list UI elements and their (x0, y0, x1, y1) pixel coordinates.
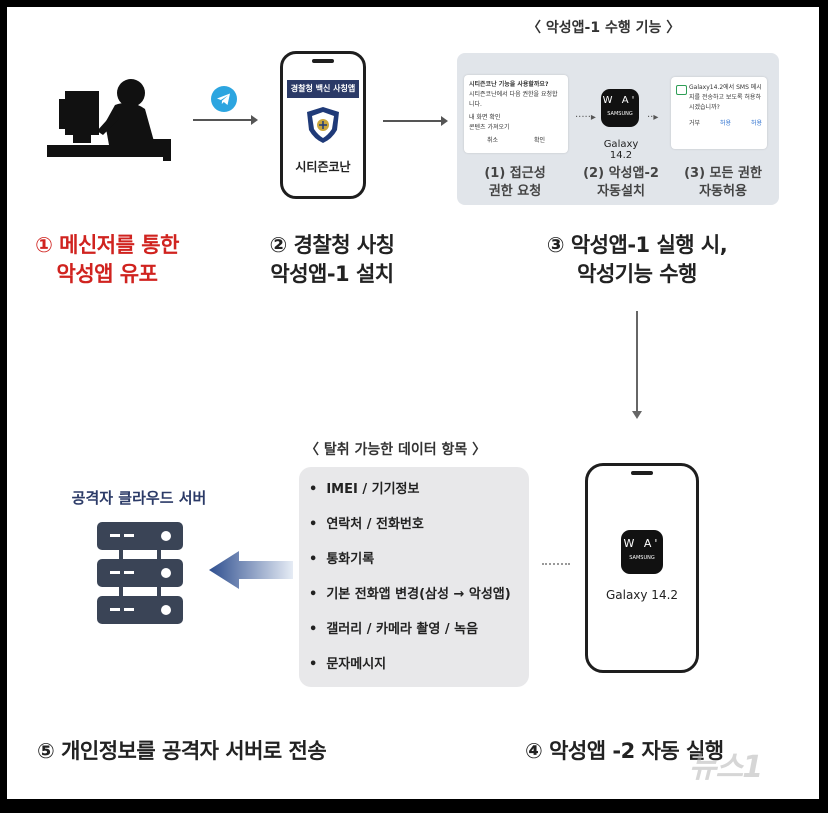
malware1-functions-title: 〈 악성앱-1 수행 기능 〉 (527, 20, 681, 36)
substep-2: (2) 악성앱-2 자동설치 (571, 165, 671, 201)
substep-3-line1: (3) 모든 권한 (684, 166, 762, 181)
dialog-cancel-button: 취소 (486, 137, 499, 144)
step-1-caption: ① 메신저를 통한 악성앱 유포 (7, 231, 207, 289)
galaxy-app-label: Galaxy 14.2 (605, 588, 679, 602)
malware2-phone: W A' SAMSUNG Galaxy 14.2 (585, 463, 699, 673)
phone-notch (631, 471, 653, 475)
data-item: 기본 전화앱 변경(삼성 → 악성앱) (309, 584, 529, 619)
arrow-left-transfer (209, 551, 293, 589)
step-5-caption: ⑤ 개인정보를 공격자 서버로 전송 (37, 739, 327, 763)
logo-mark: W A' (623, 537, 661, 550)
substep-2-line1: (2) 악성앱-2 (583, 166, 659, 181)
dots-connector: ·····▸ (575, 112, 596, 123)
hacker-at-computer-icon (47, 79, 171, 161)
deny-button: 거부 (689, 120, 701, 127)
arrow-right (193, 115, 258, 125)
fake-app-phone: 경찰청 백신 사칭앱 시티즌코난 (280, 51, 366, 199)
sms-permission-dialog: Galaxy14.2에서 SMS 메시지를 전송하고 보도록 허용하시겠습니까?… (671, 77, 767, 149)
step-2-caption: ② 경찰청 사칭 악성앱-1 설치 (237, 231, 427, 289)
police-shield-icon (307, 107, 339, 143)
dialog-item-1: 내 화면 확인 (469, 114, 501, 121)
fake-app-header: 경찰청 백신 사칭앱 (287, 80, 359, 98)
data-item: 통화기록 (309, 549, 529, 584)
dotted-connector (542, 563, 570, 565)
substep-2-line2: 자동설치 (597, 184, 645, 199)
fake-app-name: 시티즌코난 (295, 160, 351, 174)
data-items-title: 〈 탈취 가능한 데이터 항목 〉 (305, 442, 487, 458)
allow-button-2: 허용 (750, 120, 762, 127)
step-1-line2: 악성앱 유포 (56, 262, 158, 286)
allow-button: 허용 (719, 120, 732, 127)
server-rack-unit (97, 596, 183, 624)
logo-mark: W A' (602, 95, 638, 106)
samsung-app-logo-icon: W A' SAMSUNG (621, 530, 663, 574)
arrow-right (383, 116, 448, 126)
step-3-line2: 악성기능 수행 (577, 262, 697, 286)
data-item: IMEI / 기기정보 (309, 479, 529, 514)
arrow-down (632, 311, 642, 419)
substep-1-line2: 권한 요청 (488, 184, 542, 199)
news1-watermark: 뉴스1 (689, 750, 763, 785)
data-item: 갤러리 / 카메라 촬영 / 녹음 (309, 619, 529, 654)
dialog-ok-button: 확인 (533, 137, 546, 144)
sms-permission-text: Galaxy14.2에서 SMS 메시지를 전송하고 보도록 허용하시겠습니까? (689, 84, 762, 111)
substep-1: (1) 접근성 권한 요청 (465, 165, 565, 201)
diagram-canvas: 경찰청 백신 사칭앱 시티즌코난 〈 악성앱-1 수행 기능 〉 시티즌코난 기… (7, 7, 819, 799)
substep-1-line1: (1) 접근성 (484, 166, 546, 181)
telegram-icon (211, 86, 237, 112)
step-1-line1: ① 메신저를 통한 (35, 233, 179, 257)
data-item: 연락처 / 전화번호 (309, 514, 529, 549)
malware1-functions-panel: 시티즌코난 기능을 사용할까요? 시티즌코난에서 다음 권한을 요청합니다. 내… (457, 53, 779, 205)
substep-3: (3) 모든 권한 자동허용 (673, 165, 773, 201)
server-rack-unit (97, 522, 183, 550)
dialog-title: 시티즌코난 기능을 사용할까요? (469, 81, 549, 88)
data-item: 문자메시지 (309, 654, 529, 689)
accessibility-permission-dialog: 시티즌코난 기능을 사용할까요? 시티즌코난에서 다음 권한을 요청합니다. 내… (464, 75, 568, 153)
dialog-item-2: 콘텐츠 가져오기 (469, 124, 510, 131)
phone-notch (312, 59, 334, 63)
server-rack-unit (97, 559, 183, 587)
dialog-description: 시티즌코난에서 다음 권한을 요청합니다. (469, 91, 558, 108)
stealable-data-list: IMEI / 기기정보 연락처 / 전화번호 통화기록 기본 전화앱 변경(삼성… (299, 467, 529, 687)
dots-connector: ··▸ (647, 112, 659, 123)
step-3-caption: ③ 악성앱-1 실행 시, 악성기능 수행 (497, 231, 777, 289)
step-2-line2: 악성앱-1 설치 (270, 262, 394, 286)
galaxy-app-label: Galaxy 14.2 (603, 139, 639, 161)
server-label: 공격자 클라우드 서버 (71, 489, 207, 507)
step-4-caption: ④ 악성앱 -2 자동 실행 (525, 739, 724, 763)
logo-brand: SAMSUNG (629, 555, 655, 561)
substep-3-line2: 자동허용 (699, 184, 747, 199)
samsung-app-logo-icon: W A' SAMSUNG (601, 89, 639, 127)
step-2-line1: ② 경찰청 사칭 (269, 233, 395, 257)
sms-icon (676, 85, 687, 95)
logo-brand: SAMSUNG (607, 111, 633, 117)
step-3-line1: ③ 악성앱-1 실행 시, (546, 233, 728, 257)
